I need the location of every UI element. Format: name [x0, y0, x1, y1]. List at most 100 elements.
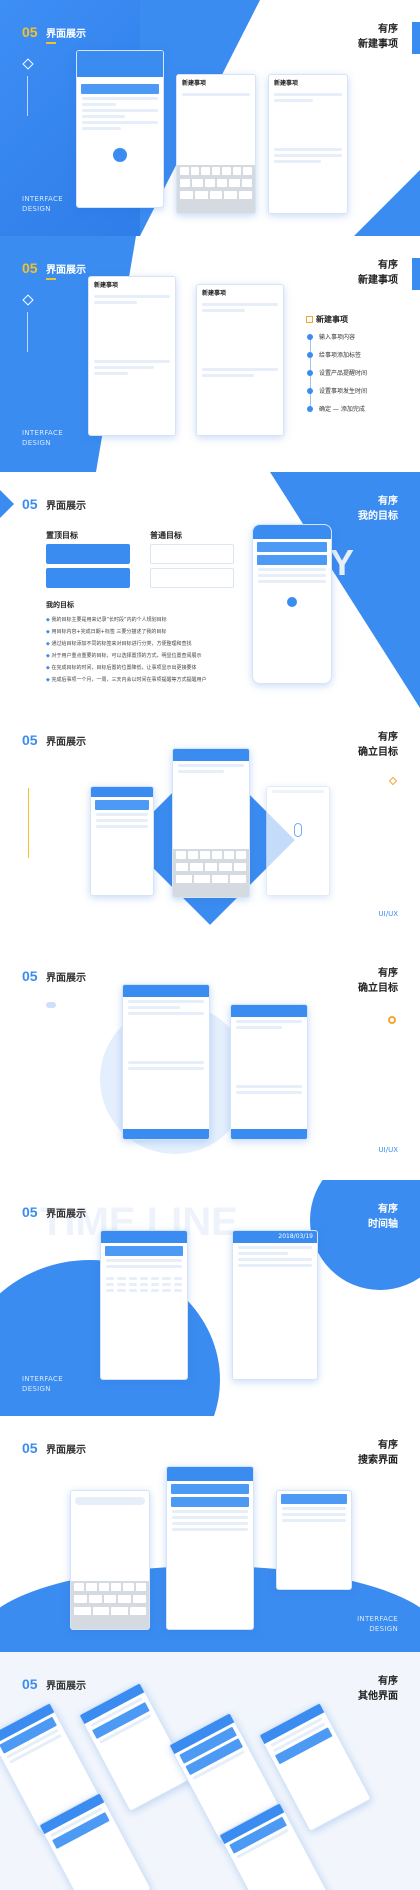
pinned-goal-card[interactable] [46, 544, 130, 564]
calendar-grid[interactable] [101, 1271, 187, 1298]
bullet: ◆ 对于用户重点重要的目标，可以选择置顶的方式，明显位置查阅展示 [46, 653, 202, 659]
section-others: 05 界面展示 有序其他界面 [0, 1652, 420, 1890]
pinned-goal-card[interactable] [46, 568, 130, 588]
feature-name: 确立目标 [358, 983, 398, 994]
phone-goal-list [252, 524, 332, 684]
interface-label: INTERFACE DESIGN [22, 428, 63, 448]
keyboard[interactable] [173, 849, 249, 897]
add-button[interactable] [287, 597, 297, 607]
bullet-text: 对于用户重点重要的目标，可以选择置顶的方式，明显位置查阅展示 [51, 653, 202, 659]
phone-new-item-keyboard: 新建事项 [176, 74, 256, 214]
section-number: 05 [22, 968, 38, 984]
section-title: 界面展示 [46, 501, 86, 512]
divider [27, 76, 28, 116]
bullet: ◆ 完成后事项一个月，一周，三天内会以时间在事项提醒等方式提醒用户 [46, 677, 207, 683]
interface-text: INTERFACE [357, 1615, 398, 1623]
interface-text: INTERFACE [357, 673, 398, 681]
result-row[interactable] [171, 1497, 249, 1507]
feature-name: 时间轴 [368, 1219, 398, 1230]
right-title: 有序新建事项 [358, 22, 398, 52]
microphone-icon[interactable] [294, 823, 302, 837]
phone-voice [266, 786, 330, 896]
ui-ux-tag: UI/UX [378, 910, 398, 918]
divider [27, 312, 28, 352]
phone-search-goals [276, 1490, 352, 1590]
ring-icon [388, 1016, 396, 1024]
flow-step: 设置产品提醒时间 [319, 370, 368, 377]
goal-bullets: ◆ 我的目标主要是用来记录“长时段”内的个人规划目标 ◆ 用目标内容+完成日期+… [46, 614, 246, 686]
right-title: 有序我的目标 [358, 494, 398, 524]
section-number: 05 [22, 1676, 38, 1692]
search-input[interactable] [75, 1497, 145, 1505]
add-button[interactable] [113, 148, 127, 162]
goal-row[interactable] [257, 555, 327, 565]
keyboard[interactable] [177, 165, 255, 213]
list-item[interactable] [105, 1246, 183, 1256]
timeline-date: 2018/03/19 [233, 1231, 317, 1243]
design-text: DESIGN [22, 439, 51, 447]
right-title: 有序确立目标 [358, 730, 398, 760]
confirm-bar[interactable] [123, 1129, 209, 1139]
corner-triangle [354, 170, 420, 236]
arrow-mark [0, 490, 14, 518]
phone-calendar [100, 1230, 188, 1380]
right-title: 有序搜索界面 [358, 1438, 398, 1468]
title-underline [46, 42, 56, 44]
app-name: 有序 [378, 1676, 398, 1687]
normal-goal-card[interactable] [150, 568, 234, 588]
diamond-icon [388, 776, 398, 786]
feature-name: 其他界面 [358, 1691, 398, 1702]
section-title: 界面展示 [46, 265, 86, 276]
right-title: 有序新建事项 [358, 258, 398, 288]
flow-step: 给事项添加标签 [319, 352, 362, 359]
screen-title: 新建事项 [94, 282, 119, 289]
design-text: DESIGN [22, 205, 51, 213]
section-number: 05 [22, 1440, 38, 1456]
section-title: 界面展示 [46, 1445, 86, 1456]
flow-step: 设置事项发生时间 [319, 388, 368, 395]
screen-title: 新建事项 [202, 290, 227, 297]
confirm-bar[interactable] [231, 1129, 307, 1139]
phone-home [76, 50, 164, 208]
goal-row[interactable] [257, 542, 327, 552]
goal-row[interactable] [95, 800, 149, 810]
result-row[interactable] [281, 1494, 347, 1504]
phone-new-item-time: 新建事项 [196, 284, 284, 436]
phone-goal-list [90, 786, 154, 896]
blue-panel [0, 236, 96, 472]
phone-new-item-date: 新建事项 [268, 74, 348, 214]
flow-step: 确定 — 添加完成 [319, 406, 365, 413]
feature-name: 确立目标 [358, 747, 398, 758]
keyboard[interactable] [71, 1581, 149, 1629]
normal-goal-card[interactable] [150, 544, 234, 564]
app-name: 有序 [378, 24, 398, 35]
section-number: 05 [22, 24, 38, 40]
interface-text: INTERFACE [22, 429, 63, 437]
right-title: 有序时间轴 [368, 1202, 398, 1232]
section-number: 05 [22, 732, 38, 748]
result-row[interactable] [171, 1484, 249, 1494]
app-name: 有序 [378, 496, 398, 507]
bullet: ◆ 用目标内容+完成日期+标签 三要分描述了我的目标 [46, 629, 167, 635]
right-title: 有序其他界面 [358, 1674, 398, 1704]
feature-name: 我的目标 [358, 511, 398, 522]
phone-set-goal-form [122, 984, 210, 1140]
phone-search-results [166, 1466, 254, 1630]
feature-name: 新建事项 [358, 39, 398, 50]
phone-search-keyboard [70, 1490, 150, 1630]
section-title: 界面展示 [46, 1681, 86, 1692]
divider [28, 788, 29, 858]
app-name: 有序 [378, 732, 398, 743]
bullet-text: 完成后事项一个月，一周，三天内会以时间在事项提醒等方式提醒用户 [51, 677, 207, 683]
my-goal-title: 我的目标 [46, 601, 74, 609]
bullet: ◆ 在完成目标的时间，目标后置的位置降低，让事项显示出更接要体 [46, 665, 197, 671]
list-item[interactable] [81, 84, 159, 94]
screen-title: 新建事项 [182, 80, 207, 87]
